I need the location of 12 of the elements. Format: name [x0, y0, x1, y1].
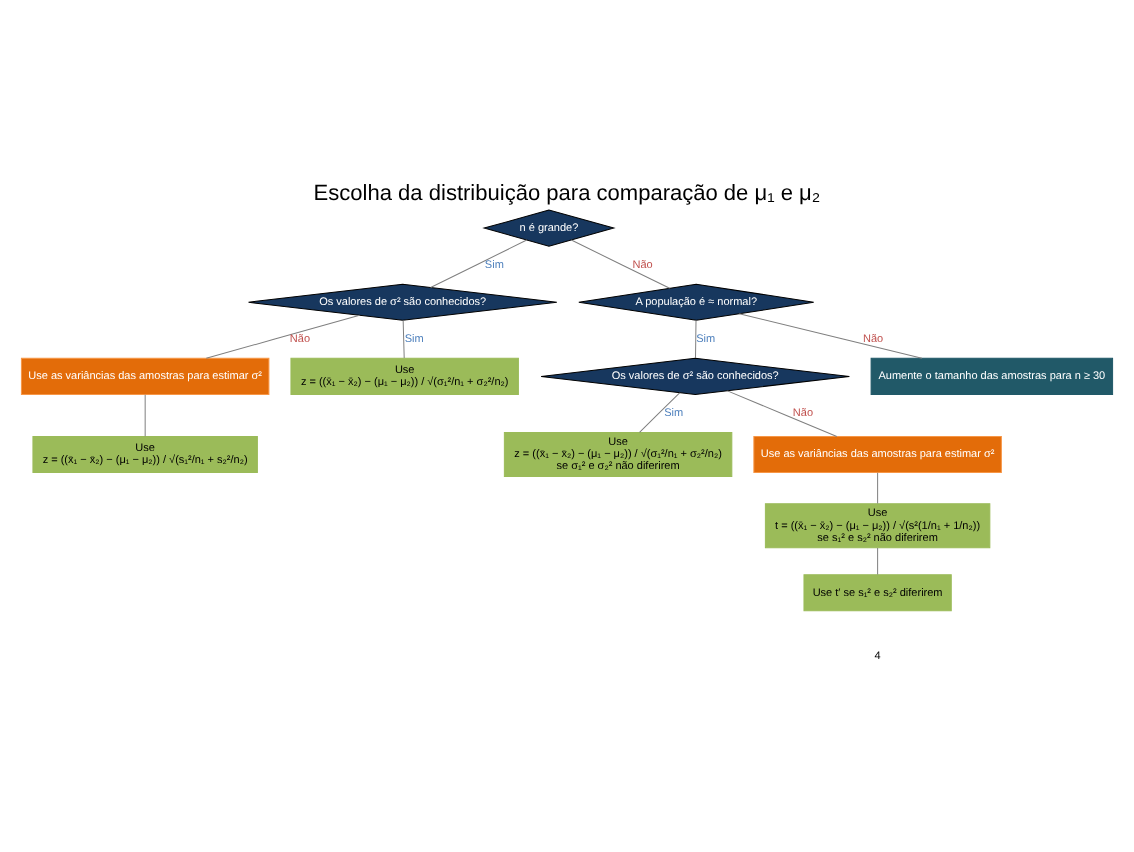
diagram-title: Escolha da distribuição para comparação de μ₁ e μ₂ — [313, 181, 821, 206]
connector — [205, 314, 361, 359]
connector — [430, 239, 528, 288]
connector — [639, 392, 681, 433]
connector — [695, 319, 697, 359]
connector — [726, 390, 838, 437]
connector — [877, 472, 879, 505]
connector — [402, 319, 405, 359]
connector — [570, 239, 671, 289]
connector — [877, 547, 879, 576]
connector — [144, 394, 146, 437]
connector — [738, 313, 923, 359]
